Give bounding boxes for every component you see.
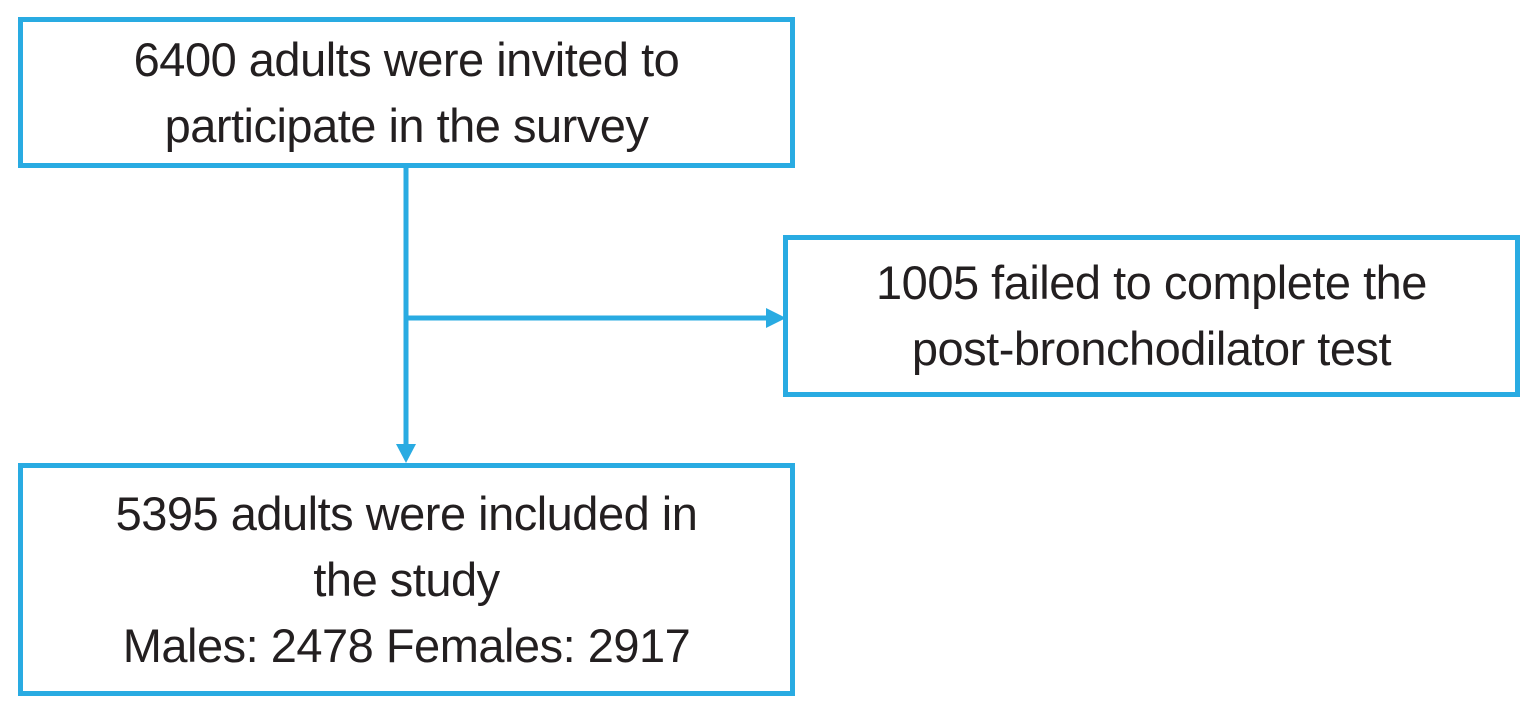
arrowhead-down (396, 444, 416, 463)
invited-text-line-2: participate in the survey (164, 98, 649, 152)
included-box: 5395 adults were included in the study M… (18, 463, 795, 696)
arrowhead-right (766, 308, 786, 328)
invited-box: 6400 adults were invited to participate … (18, 17, 795, 168)
included-text-line-3: Males: 2478 Females: 2917 (122, 618, 691, 672)
invited-text-line-1: 6400 adults were invited to (133, 32, 680, 86)
included-text-line-1: 5395 adults were included in (115, 486, 698, 540)
excluded-box: 1005 failed to complete the post-broncho… (783, 235, 1520, 397)
excluded-text-line-2: post-bronchodilator test (911, 322, 1392, 375)
included-text-line-2: the study (313, 552, 500, 606)
excluded-text-line-1: 1005 failed to complete the (876, 256, 1427, 309)
